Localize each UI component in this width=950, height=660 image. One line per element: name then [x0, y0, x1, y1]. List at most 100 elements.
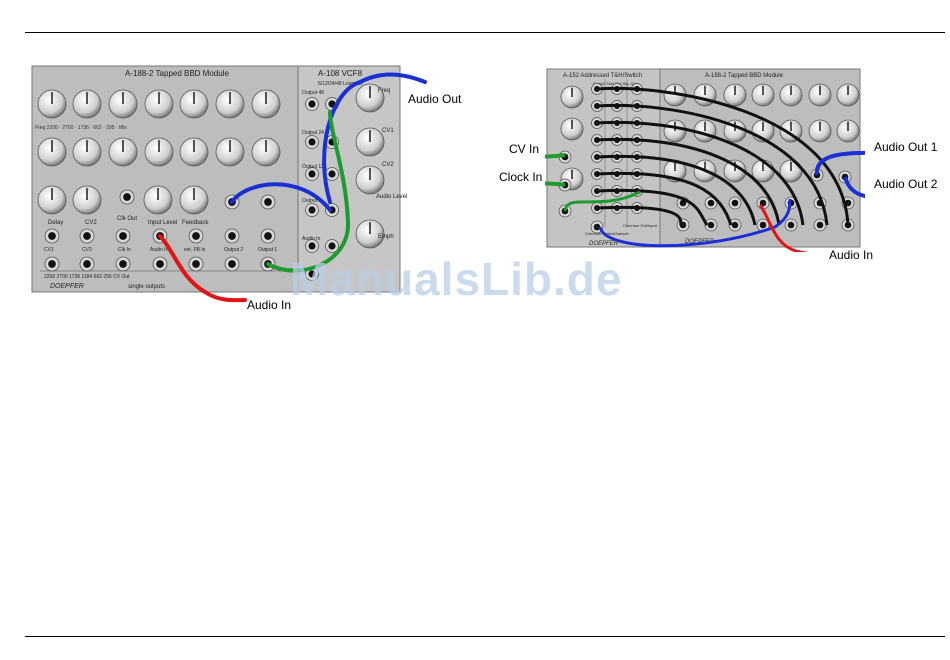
right-jack-r2-2-hole	[731, 221, 739, 229]
lower-label-clkout: Clk Out	[117, 216, 137, 222]
vcf-jack-6-hole	[308, 206, 316, 214]
black-cable-0	[596, 86, 850, 226]
lower-label-feedback: Feedback	[182, 220, 209, 226]
right-brand-b: DOEPFER	[685, 239, 715, 245]
jack-row-c-3-hole	[156, 260, 164, 268]
jack-label-audioin: Audio In	[150, 247, 169, 253]
caption-row1: Freq 2200 · 2700 · 1736 · 662 · 295 · Mi…	[35, 125, 127, 131]
jack-label-out1: Output 1	[258, 247, 277, 253]
svg-text:Output 24: Output 24	[302, 130, 324, 136]
cable-green-clock	[545, 181, 566, 187]
left-patch-diagram: A-188-2 Tapped BBD Module A-108 VCF8 6/1…	[31, 65, 427, 303]
watermark: ManualsLib.de	[290, 253, 623, 305]
jack-clk-out-hole	[123, 193, 131, 201]
module-b-title: A-108 VCF8	[318, 69, 363, 78]
black-cable-group	[596, 86, 850, 227]
callout-cv-in: CV In	[509, 142, 540, 156]
svg-text:Output 6: Output 6	[302, 198, 321, 204]
jack-row-c-1-hole	[83, 260, 91, 268]
right-jack-r1-2-hole	[731, 199, 739, 207]
svg-text:Freq: Freq	[378, 88, 390, 94]
right-jack-r2-3-hole	[759, 221, 767, 229]
callout-audio-in-right: Audio In	[829, 248, 874, 262]
jack-label-out2: Output 2	[224, 247, 243, 253]
jack-row-b-1-hole	[83, 232, 91, 240]
black-cable-6	[596, 188, 709, 226]
jack-row-b-6-hole	[264, 232, 272, 240]
vcf-jack-4-hole	[308, 170, 316, 178]
svg-text:Output 48: Output 48	[302, 90, 324, 96]
bottom-labels: 2200 2700 1736 1184 662 256 CV Out	[44, 274, 130, 280]
lower-label-inputlevel: Input Level	[148, 220, 177, 226]
lower-label-cv2: CV2	[85, 220, 97, 226]
jack-row-c-0-hole	[48, 260, 56, 268]
svg-text:Output 12: Output 12	[302, 164, 324, 170]
cable-green	[266, 110, 351, 273]
callout-audio-out-2: Audio Out 2	[874, 177, 938, 191]
common-jack-hole	[593, 223, 601, 231]
black-cable-3	[596, 137, 781, 226]
jack-label-clkin: Clk In	[118, 247, 131, 253]
callout-audio-out-1: Audio Out 1	[874, 140, 938, 154]
callout-audio-out-left: Audio Out	[408, 92, 462, 106]
right-jack-r2-5-hole	[816, 221, 824, 229]
jack-label-cv1: CV1	[44, 247, 54, 253]
right-jack-r1-0-hole	[679, 199, 687, 207]
cable-blue-bottom	[598, 198, 792, 248]
jack-row-b-4-hole	[192, 232, 200, 240]
jack-label-cv2: CV2	[82, 247, 92, 253]
vcf-jack-0-hole	[308, 100, 316, 108]
cable-green-return	[563, 190, 641, 212]
svg-text:Audio Level: Audio Level	[376, 194, 407, 200]
svg-text:CV2: CV2	[382, 162, 394, 168]
right-module-b-title: A-188-2 Tapped BBD Module	[705, 73, 784, 79]
svg-text:Common Switch/Sample: Common Switch/Sample	[585, 231, 630, 236]
svg-text:CV1: CV1	[382, 128, 394, 134]
callout-clock-in: Clock In	[499, 170, 543, 184]
black-cable-7	[596, 205, 684, 227]
jack-row-a-2-hole	[264, 198, 272, 206]
jack-row-c-5-hole	[228, 260, 236, 268]
svg-text:Emph: Emph	[378, 234, 394, 240]
module-b-subtitle: 6/12/24/48 Lowpass	[318, 81, 363, 87]
svg-text:Audio In: Audio In	[302, 236, 321, 242]
cable-blue-patch	[230, 182, 332, 212]
vcf-jack-8-hole	[308, 242, 316, 250]
vcf-jack-9-hole	[328, 242, 336, 250]
header-rule	[25, 32, 945, 33]
callout-audio-in-left: Audio In	[247, 298, 292, 312]
svg-text:Common Out/Input: Common Out/Input	[623, 223, 658, 228]
module-a-title: A-188-2 Tapped BBD Module	[125, 69, 229, 78]
right-jack-r2-4-hole	[787, 221, 795, 229]
jack-label-extfb: ext. FB In	[184, 247, 206, 253]
right-brand-a: DOEPFER	[589, 241, 619, 247]
vcf-jack-10-hole	[308, 270, 316, 278]
jack-row-b-0-hole	[48, 232, 56, 240]
jack-row-b-5-hole	[228, 232, 236, 240]
right-module-a-title: A-152 Addressed T&H/Switch	[563, 73, 642, 79]
jack-row-c-2-hole	[119, 260, 127, 268]
right-patch-diagram: A-152 Addressed T&H/Switch A-188-2 Tappe…	[545, 68, 865, 252]
cable-red-right	[758, 204, 809, 252]
knob-group	[37, 83, 385, 249]
right-jack-r2-6-hole	[844, 221, 852, 229]
cable-blue-audio-out	[322, 72, 427, 204]
vcf-jack-5-hole	[328, 170, 336, 178]
vcf-jack-2-hole	[308, 138, 316, 146]
black-cable-4	[596, 154, 757, 226]
jack-row-c-4-hole	[192, 260, 200, 268]
cable-red-audio-in	[158, 234, 247, 303]
brand-logo: DOEPFER	[50, 283, 84, 290]
black-cable-2	[596, 120, 805, 226]
cable-green-cv	[545, 153, 566, 159]
jack-row-b-2-hole	[119, 232, 127, 240]
single-outputs-label: single outputs	[128, 284, 165, 290]
black-cable-1	[596, 103, 829, 226]
right-jack-r2-1-hole	[707, 221, 715, 229]
black-cable-5	[596, 171, 733, 226]
footer-rule	[25, 636, 945, 637]
lower-label-delay: Delay	[48, 220, 63, 226]
right-jack-r1-1-hole	[707, 199, 715, 207]
cable-blue-out2	[843, 176, 865, 199]
cable-blue-out1	[814, 150, 865, 176]
